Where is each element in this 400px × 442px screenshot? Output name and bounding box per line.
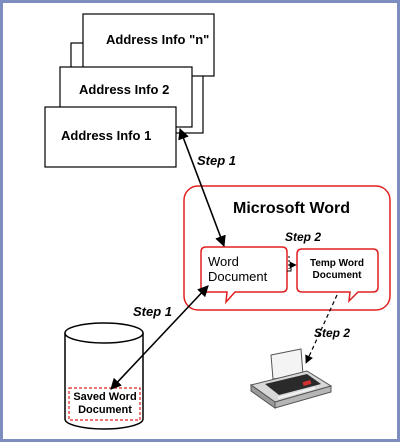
- step-label-temp-to-printer: Step 2: [314, 326, 351, 340]
- step-label-address-to-word: Step 1: [197, 153, 237, 168]
- diagram-graphics: [44, 13, 391, 430]
- arrow-temp-to-printer: [305, 294, 338, 364]
- saved-document-label-line2: Document: [78, 403, 132, 416]
- step-label-saved-to-word: Step 1: [133, 304, 173, 319]
- temp-document-label: Temp Word Document: [303, 258, 371, 282]
- word-document-label-line2: Document: [208, 268, 268, 284]
- temp-document-bubble: [296, 248, 379, 304]
- address-card-n: [82, 13, 215, 77]
- address-card-n-label: Address Info "n": [106, 32, 210, 47]
- saved-document-label-line1: Saved Word: [73, 391, 137, 403]
- address-card-2-label: Address Info 2: [79, 82, 170, 97]
- arrow-address-to-word: [178, 127, 226, 248]
- address-card-1: [44, 106, 177, 168]
- printer-icon: [249, 348, 333, 409]
- temp-document-label-line2: Document: [312, 270, 362, 281]
- microsoft-word-title: Microsoft Word: [233, 200, 351, 217]
- word-document-label: Word Document: [208, 254, 268, 285]
- word-document-label-line1: Word: [208, 254, 239, 269]
- word-document-bubble: [200, 246, 288, 305]
- step-label-word-to-temp: Step 2: [285, 230, 322, 244]
- arrow-word-to-temp: [287, 261, 297, 272]
- address-card-1-label: Address Info 1: [61, 128, 152, 143]
- temp-document-label-line1: Temp Word: [309, 258, 365, 269]
- arrow-saved-to-word: [110, 285, 209, 390]
- saved-document-label: Saved Word Document: [70, 391, 140, 416]
- saved-document-dashed-box: [68, 387, 141, 421]
